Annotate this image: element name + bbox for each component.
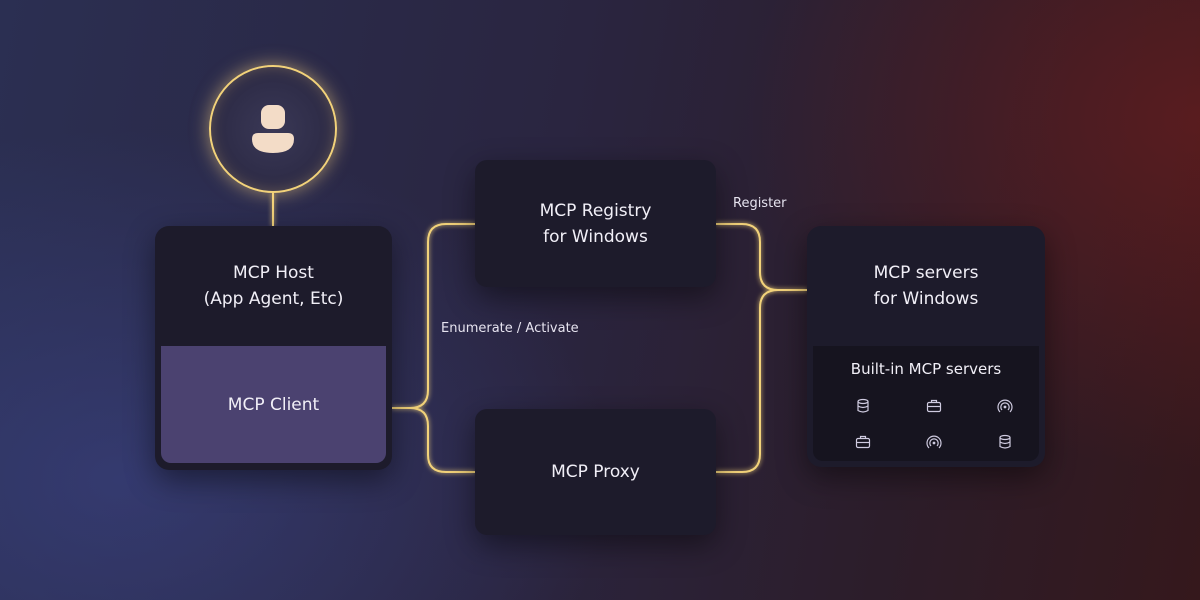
- client-to-proxy-line: [392, 407, 475, 473]
- enumerate-activate-label: Enumerate / Activate: [441, 321, 579, 336]
- briefcase-icon: [926, 399, 942, 413]
- broadcast-icon: [926, 435, 942, 449]
- proxy-to-servers-line: [716, 289, 779, 473]
- user-icon: [252, 105, 294, 153]
- register-label: Register: [733, 196, 787, 211]
- database-icon: [999, 434, 1011, 449]
- user-avatar: [209, 65, 337, 193]
- registry-to-servers-line: [716, 223, 807, 291]
- proxy-label: MCP Proxy: [551, 462, 640, 482]
- broadcast-icon: [997, 399, 1013, 413]
- servers-title-line2: for Windows: [873, 289, 979, 309]
- server-icon-grid: [813, 386, 1039, 466]
- mcp-registry-box: MCP Registry for Windows: [475, 160, 716, 287]
- database-icon: [857, 398, 869, 413]
- host-title-line2: (App Agent, Etc): [203, 289, 344, 309]
- host-title-line1: MCP Host: [233, 263, 314, 283]
- mcp-host-box: MCP Host (App Agent, Etc) MCP Client: [155, 226, 392, 470]
- registry-title-line2: for Windows: [543, 226, 648, 247]
- client-to-registry-line: [392, 223, 475, 409]
- builtin-servers-title: Built-in MCP servers: [850, 360, 1002, 378]
- client-label: MCP Client: [227, 394, 320, 415]
- mcp-servers-box: MCP servers for Windows Built-in MCP ser…: [807, 226, 1045, 467]
- servers-title-line1: MCP servers: [873, 263, 979, 283]
- mcp-proxy-box: MCP Proxy: [475, 409, 716, 535]
- briefcase-icon: [855, 435, 871, 449]
- registry-title-line1: MCP Registry: [539, 200, 652, 221]
- builtin-servers-panel: Built-in MCP servers: [813, 346, 1039, 461]
- mcp-client-box: MCP Client: [161, 346, 386, 463]
